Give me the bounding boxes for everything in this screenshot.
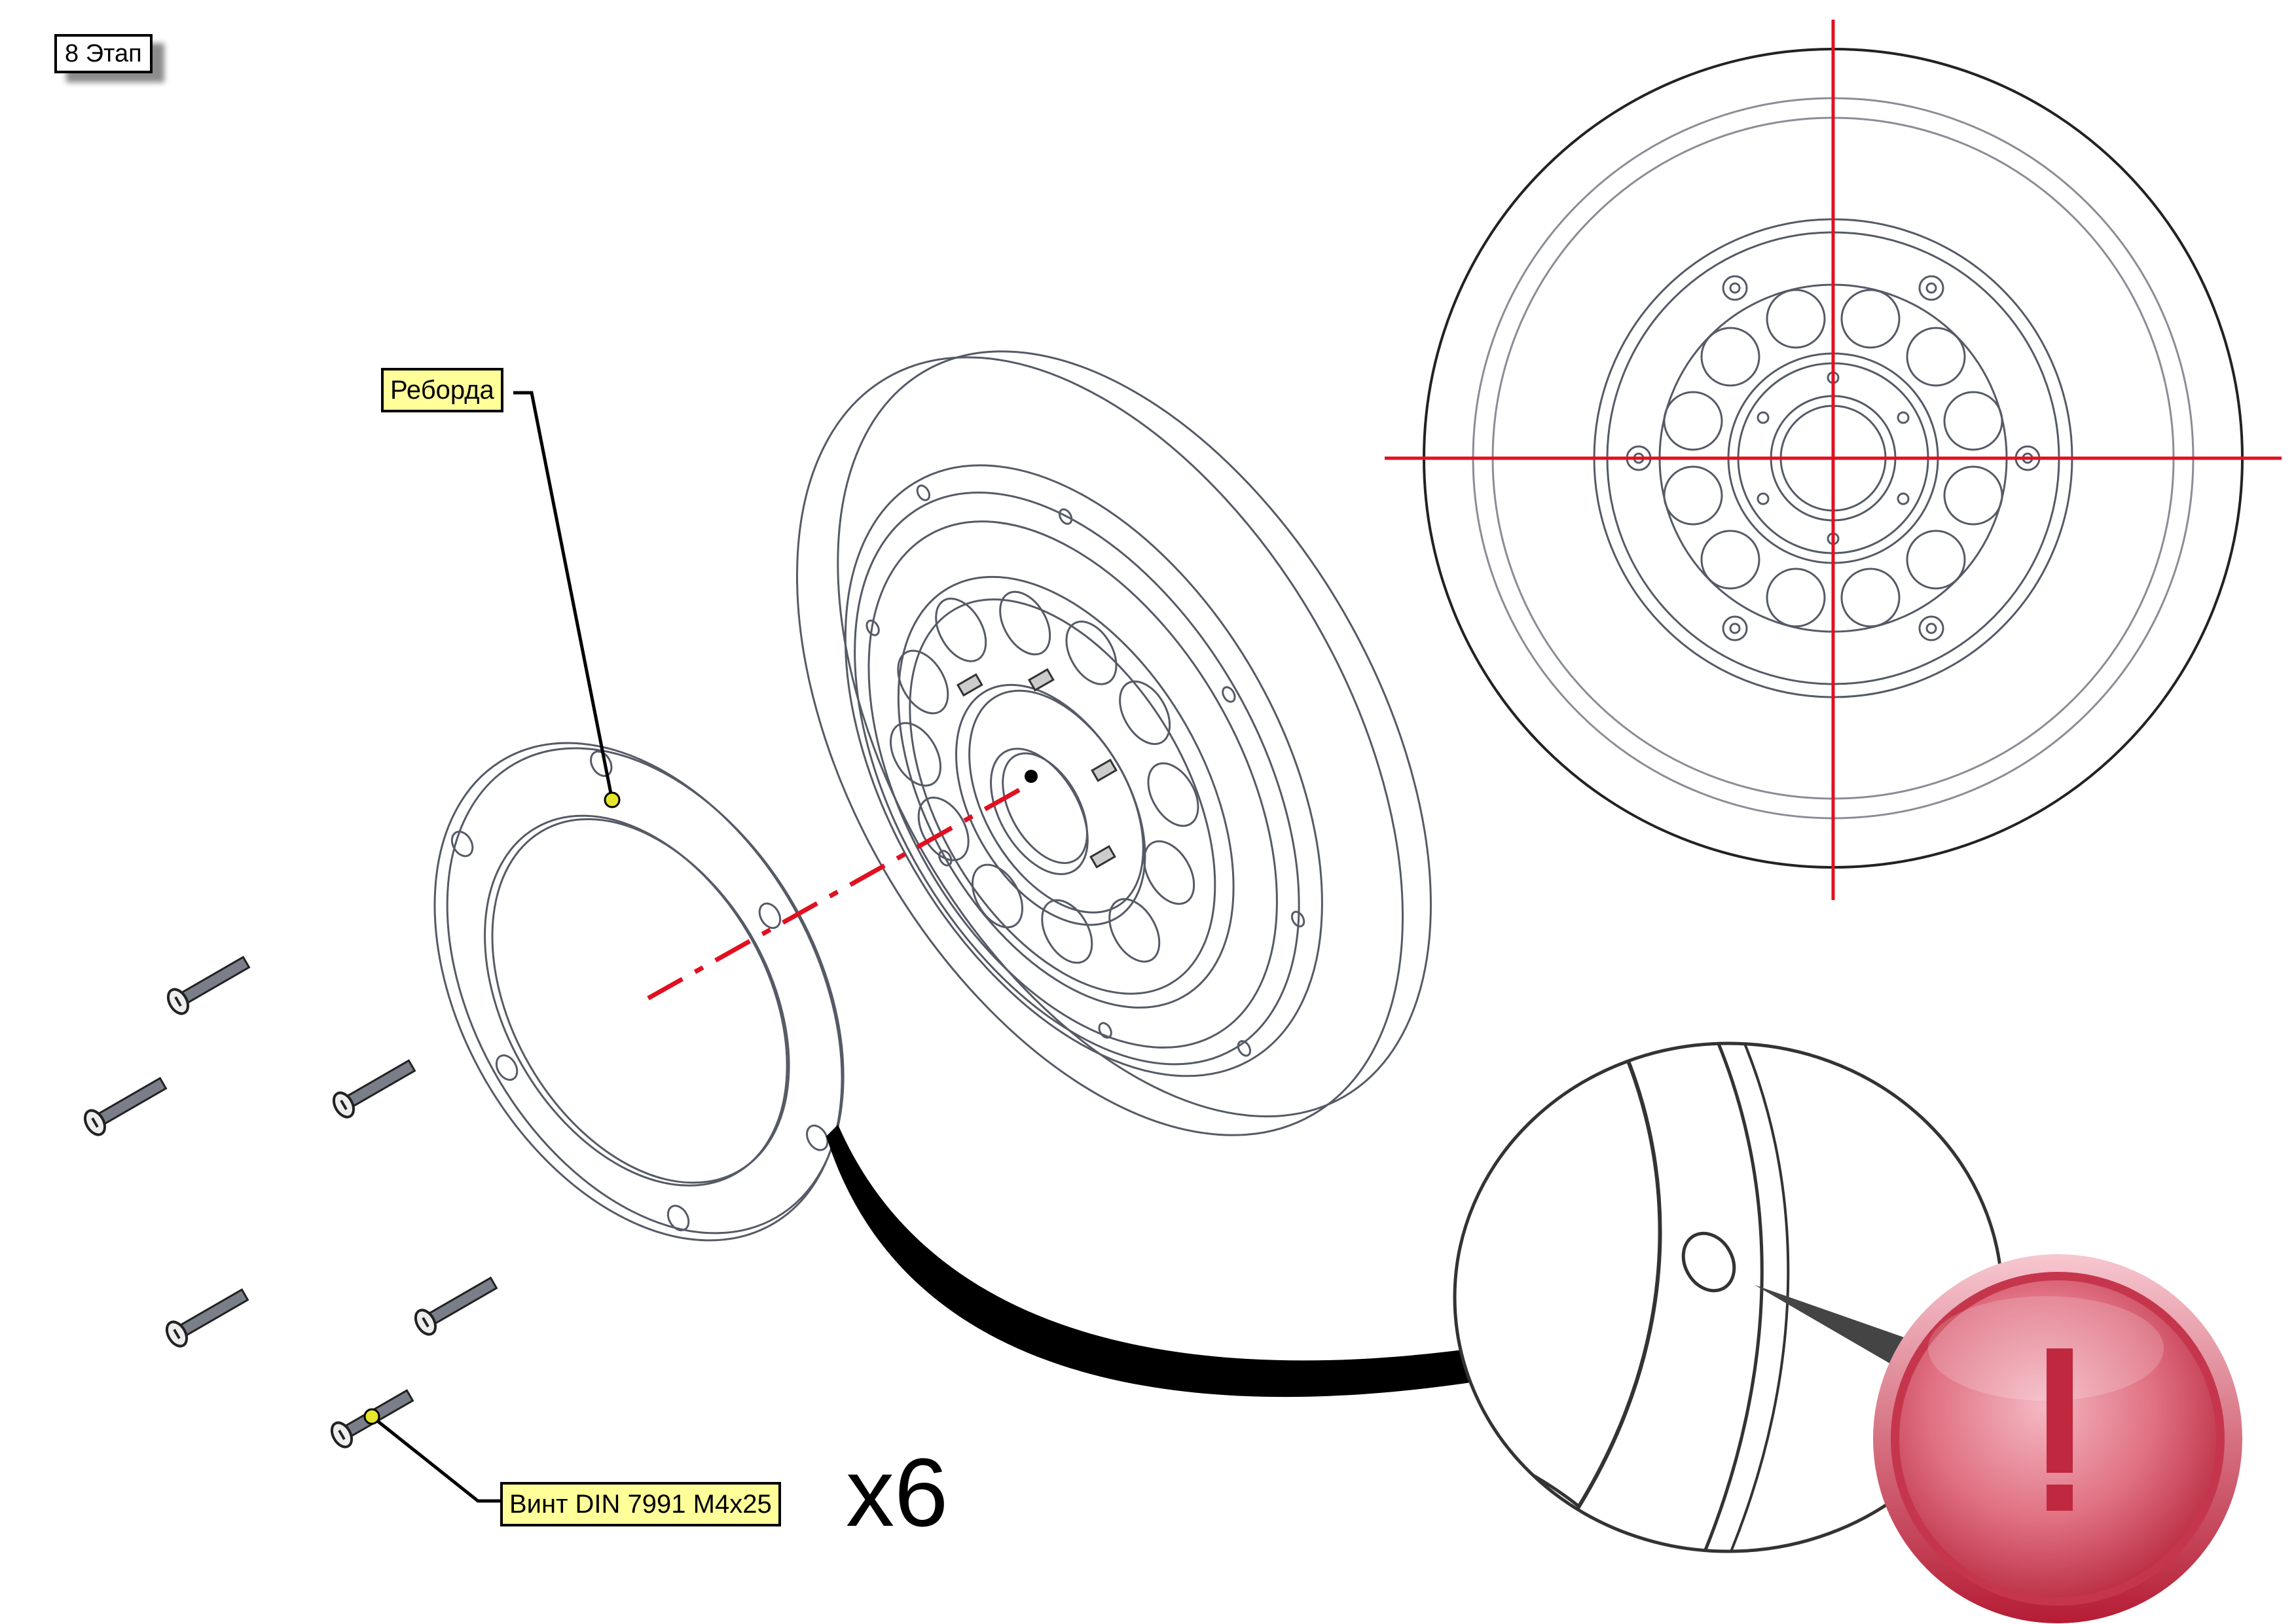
detail-view xyxy=(826,1041,2004,1553)
front-lightening-holes xyxy=(1663,289,2003,628)
warning-icon xyxy=(1873,1254,2242,1623)
screw xyxy=(165,1288,249,1348)
flange-marker xyxy=(604,791,621,808)
hub-studs xyxy=(956,668,1118,869)
quantity-label: x6 xyxy=(846,1439,949,1547)
rim-outer xyxy=(844,464,1323,1077)
screw-marker xyxy=(363,1408,380,1425)
flange-holes xyxy=(450,750,829,1231)
screw xyxy=(166,956,251,1015)
tire-outer xyxy=(795,356,1404,1136)
rim-step xyxy=(854,491,1300,1066)
flange-callout: Реборда xyxy=(381,368,503,412)
front-view xyxy=(1385,20,2282,900)
stage-label: 8 Этап xyxy=(54,34,153,73)
tire-rear xyxy=(837,350,1432,1117)
screw-callout: Винт DIN 7991 M4x25 xyxy=(500,1482,781,1526)
hub-center-marker xyxy=(1025,770,1038,783)
screws xyxy=(83,956,498,1449)
hub-ring-inner xyxy=(909,598,1216,995)
flange xyxy=(433,742,845,1242)
centerlines xyxy=(1385,20,2282,900)
lightening-holes xyxy=(889,590,1199,964)
wheel xyxy=(795,350,1432,1136)
screw-leader xyxy=(371,1415,501,1503)
screw xyxy=(83,1077,168,1136)
screw xyxy=(414,1276,498,1336)
hub-ring xyxy=(897,575,1235,1009)
rim-bolt-holes xyxy=(866,484,1305,1057)
hub-bore xyxy=(990,748,1089,875)
screw xyxy=(332,1059,416,1119)
leader-lines xyxy=(371,391,614,1503)
flange-leader xyxy=(513,391,614,801)
rim-inner xyxy=(867,520,1278,1049)
assembly-axis xyxy=(647,786,1023,1001)
detail-connector xyxy=(826,1125,1480,1398)
